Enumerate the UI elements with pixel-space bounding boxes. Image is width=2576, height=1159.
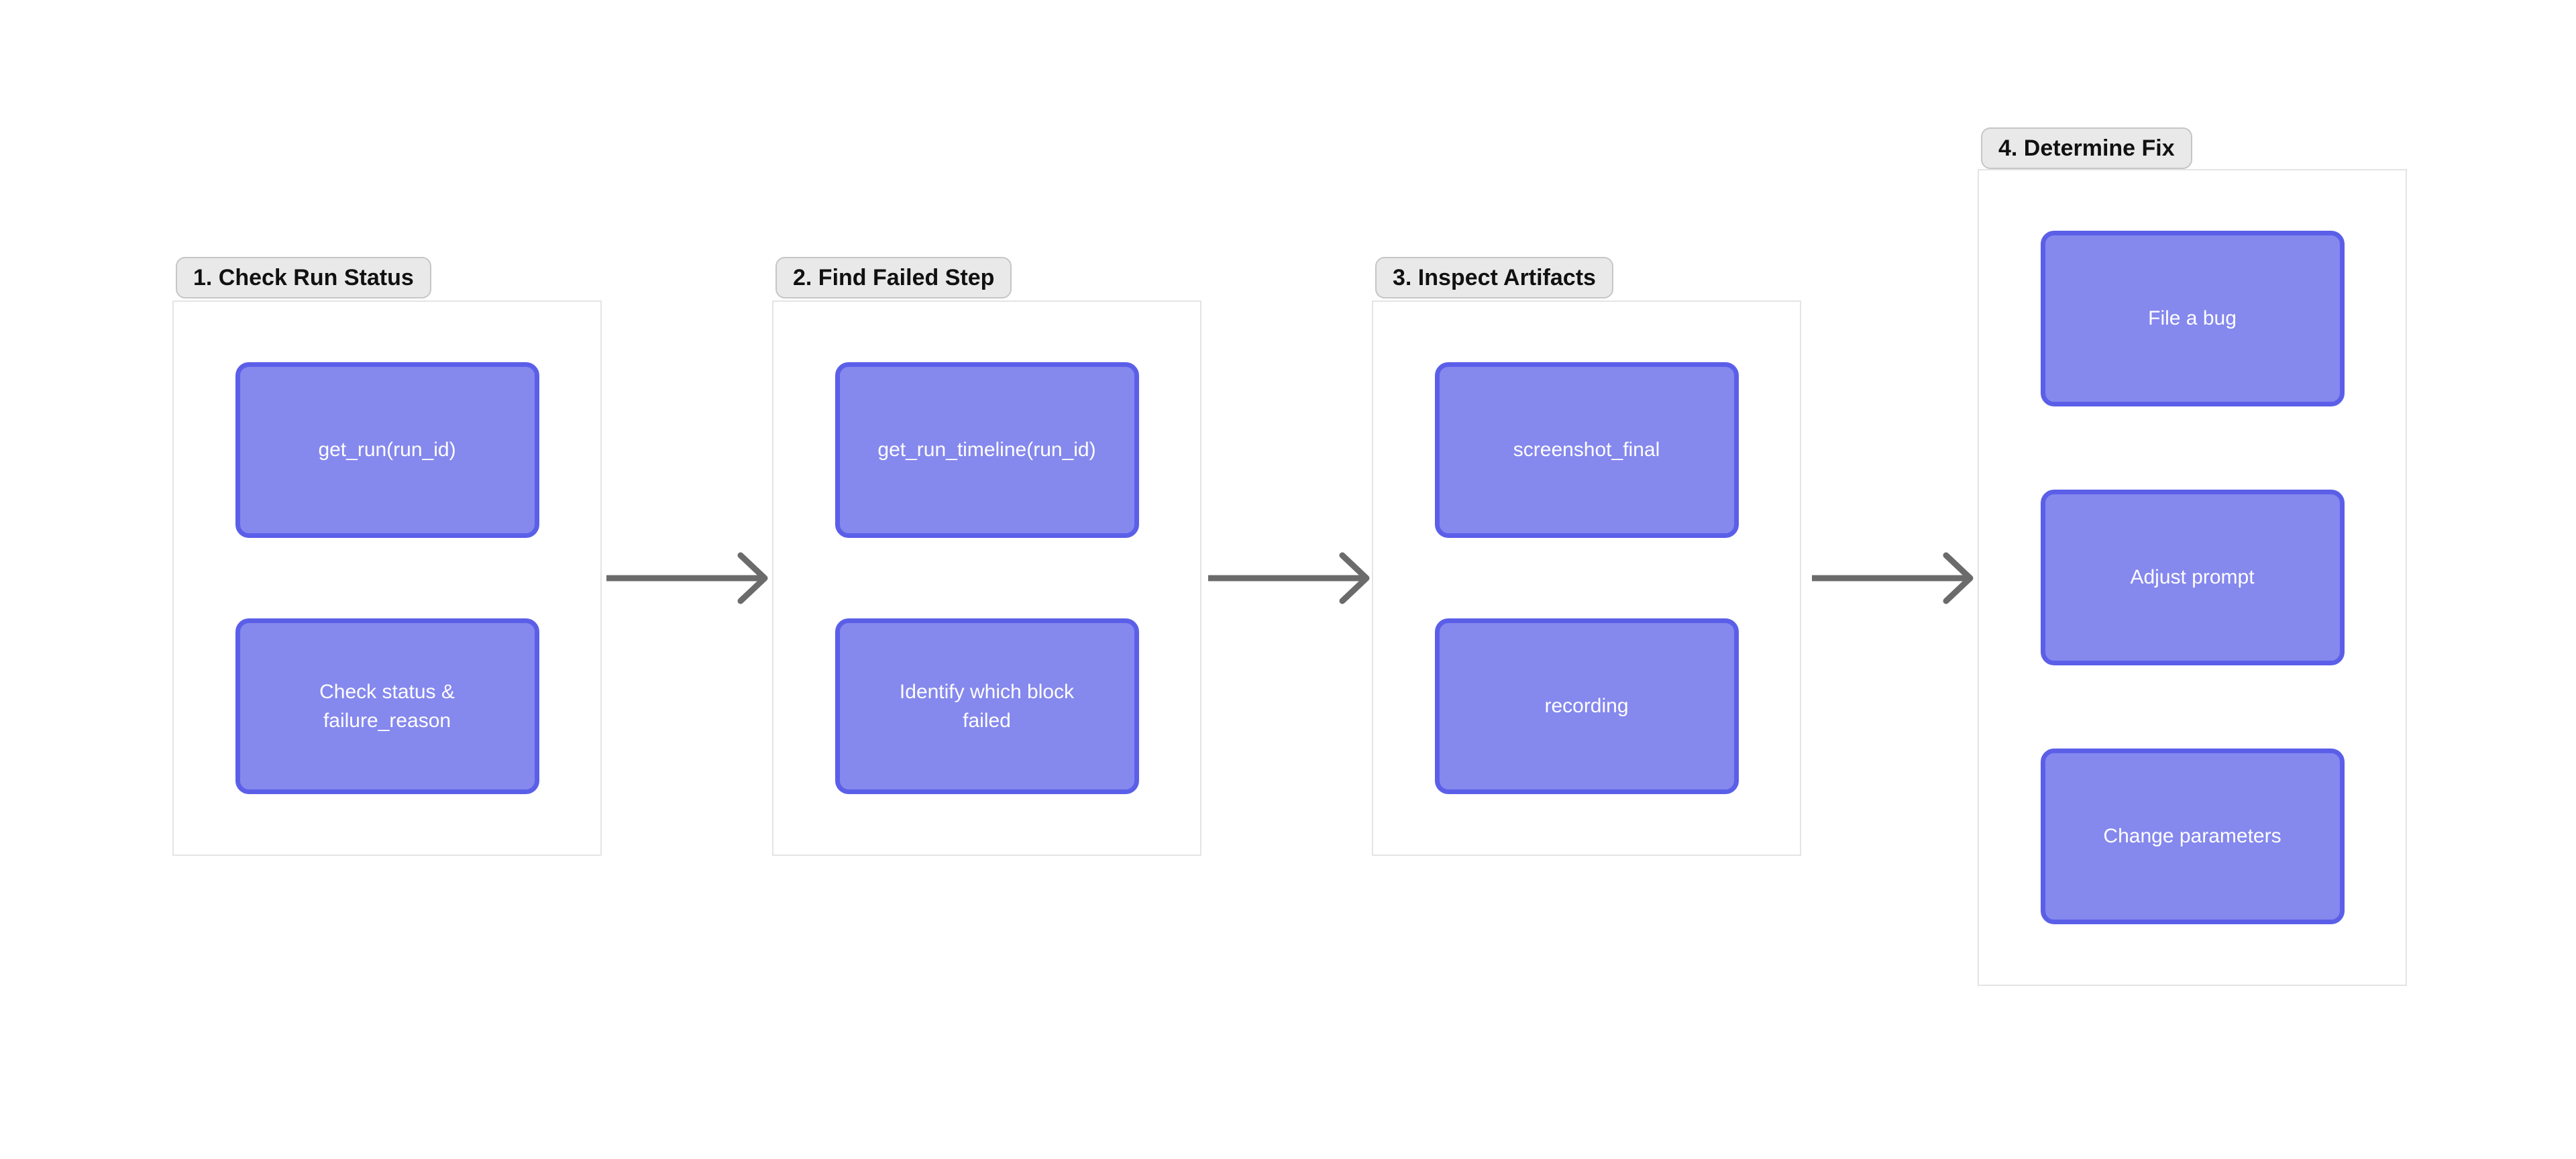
flow-arrow-1 <box>606 552 768 604</box>
stage-label-inspect-artifacts: 3. Inspect Artifacts <box>1375 257 1613 298</box>
flow-arrow-2 <box>1208 552 1370 604</box>
stage-label-check-run-status: 1. Check Run Status <box>176 257 431 298</box>
node-adjust-prompt: Adjust prompt <box>2040 490 2345 665</box>
node-identify-failed-block: Identify which block failed <box>835 618 1139 794</box>
stage-label-find-failed-step: 2. Find Failed Step <box>775 257 1012 298</box>
node-file-a-bug: File a bug <box>2040 231 2345 406</box>
node-screenshot-final: screenshot_final <box>1434 362 1739 538</box>
node-change-parameters: Change parameters <box>2040 749 2345 924</box>
group-find-failed-step: get_run_timeline(run_id) Identify which … <box>772 300 1201 856</box>
node-get-run-timeline: get_run_timeline(run_id) <box>835 362 1139 538</box>
group-determine-fix: File a bug Adjust prompt Change paramete… <box>1978 169 2407 986</box>
node-check-status-failure-reason: Check status & failure_reason <box>235 618 539 794</box>
group-check-run-status: get_run(run_id) Check status & failure_r… <box>172 300 602 856</box>
stage-label-determine-fix: 4. Determine Fix <box>1981 127 2192 169</box>
node-get-run: get_run(run_id) <box>235 362 539 538</box>
group-inspect-artifacts: screenshot_final recording <box>1372 300 1801 856</box>
node-recording: recording <box>1434 618 1739 794</box>
flow-arrow-3 <box>1812 552 1974 604</box>
